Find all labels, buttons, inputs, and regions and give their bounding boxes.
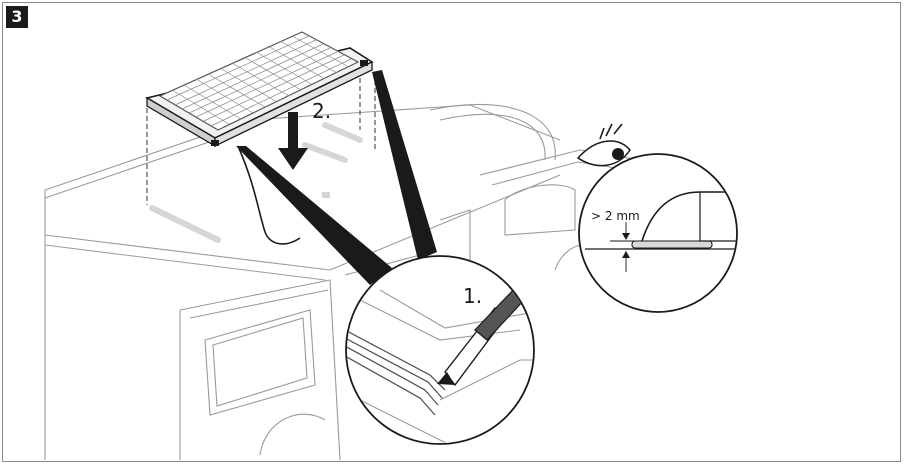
roof-markings [149, 122, 363, 243]
solar-panel [144, 31, 374, 148]
step-number-badge: 3 [6, 6, 28, 28]
step-2-label: 2. [312, 99, 331, 123]
down-arrow-icon [278, 112, 308, 170]
detail-circle-tool [345, 255, 535, 445]
cable [237, 145, 301, 245]
eye-icon [576, 123, 631, 167]
detail-circle-gap [578, 153, 738, 313]
zoom-callout-wedges [236, 70, 437, 285]
step-1-label: 1. [463, 284, 482, 308]
gap-dimension-label: > 2 mm [591, 209, 640, 223]
